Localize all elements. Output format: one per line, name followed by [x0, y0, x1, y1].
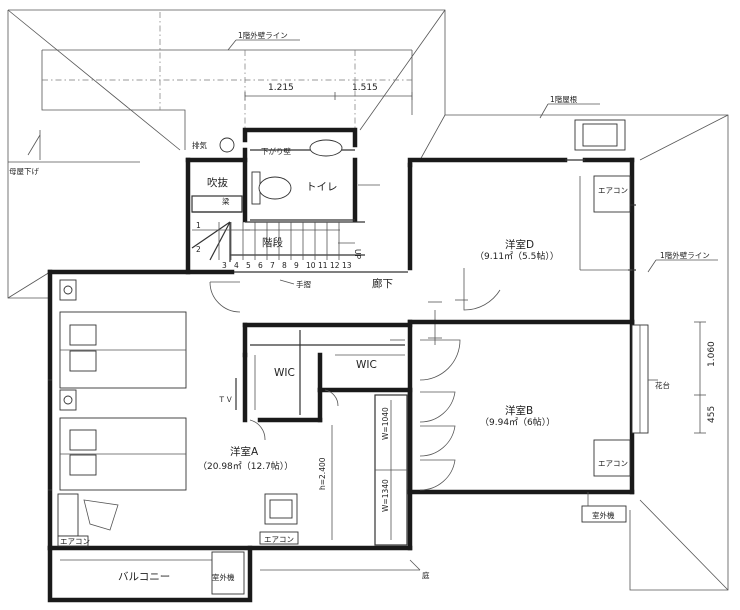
outdoor-unit-a-label: 室外機 — [212, 572, 235, 582]
up-label: UP — [353, 249, 362, 259]
stair-step-number: 1 — [196, 221, 201, 230]
room-d-area: （9.11㎡（5.5帖）） — [475, 250, 559, 262]
room-b-area: （9.94㎡（6帖）） — [480, 416, 555, 428]
toilet-label: トイレ — [306, 181, 338, 193]
katai-label: 花台 — [655, 380, 670, 390]
aircon-a1-label: エアコン — [60, 537, 90, 546]
stair-step-number: 11 — [318, 261, 328, 270]
stair-step-number: 5 — [246, 261, 251, 270]
fukinuke-label: 吹抜 — [207, 176, 228, 189]
sagari-kabe-label: 下がり壁 — [261, 146, 291, 156]
outdoor-unit-b-label: 室外機 — [592, 510, 615, 520]
hari-label: 梁 — [222, 197, 230, 206]
wic2-label: WIC — [356, 359, 377, 371]
room-d: エアコン 洋室D （9.11㎡（5.5帖）） — [407, 119, 636, 325]
dim-1060: 1.060 — [707, 341, 717, 367]
dimension-top: 1.215 1.515 — [244, 83, 413, 100]
stair-area — [185, 157, 365, 275]
stair-step-number: 7 — [270, 261, 275, 270]
toilet-room: 下がり壁 トイレ — [242, 127, 380, 223]
dim-1215: 1.215 — [268, 83, 294, 93]
stair-step-number: 13 — [342, 261, 352, 270]
dim-2400: h=2.400 — [318, 457, 327, 490]
balcony-label: バルコニー — [118, 571, 170, 583]
wic1-label: WIC — [274, 367, 295, 379]
dim-1515: 1.515 — [352, 83, 378, 93]
wall-line-right-label: 1階外壁ライン — [660, 250, 710, 260]
stair-step-number: 8 — [282, 261, 287, 270]
stair-step-number: 6 — [258, 261, 263, 270]
stair-step-number: 10 — [306, 261, 316, 270]
room-a-area: （20.98㎡（12.7帖）） — [198, 460, 293, 472]
stair-step-number: 2 — [196, 245, 201, 254]
room-d-label: 洋室D — [505, 238, 534, 251]
wic-area: WIC WIC — [242, 322, 413, 441]
w1340-label: W=1340 — [381, 479, 390, 512]
kaidan-label: 階段 — [262, 236, 283, 249]
roof-outline — [7, 9, 729, 591]
exhaust-label: 排気 — [192, 140, 207, 150]
w1040-label: W=1040 — [381, 407, 390, 440]
room-a: ＴＶ エアコン エアコン 洋室A （20.98㎡（12.7帖）） — [47, 269, 413, 551]
exhaust-fan-icon — [219, 137, 235, 153]
niwa-label: 庭 — [422, 570, 430, 580]
aircon-a2-label: エアコン — [264, 535, 294, 544]
stair-step-number: 9 — [294, 261, 299, 270]
room-a-label: 洋室A — [230, 445, 259, 458]
stair-step-number: 12 — [330, 261, 340, 270]
room-b-label: 洋室B — [505, 404, 533, 417]
stair-step-number: 3 — [222, 261, 227, 270]
dimension-right: 1.060 455 — [694, 321, 717, 434]
stair-step-number: 4 — [234, 261, 239, 270]
rouka-label: 廊下 — [372, 277, 393, 290]
balcony: バルコニー 室外機 — [47, 545, 253, 603]
room-b: エアコン 洋室B （9.94㎡（6帖）） 室外機 — [407, 319, 649, 523]
wall-line-top-label: 1階外壁ライン — [238, 30, 288, 40]
dim-455: 455 — [707, 406, 717, 423]
roof-main-label: 母屋下げ — [9, 167, 39, 176]
aircon-b-label: エアコン — [598, 459, 628, 468]
aircon-d-label: エアコン — [598, 186, 628, 195]
roof-1f-label: 1階屋根 — [550, 94, 578, 104]
tv-label: ＴＶ — [218, 395, 233, 404]
closet-area: W=1040 W=1340 — [374, 394, 408, 546]
tesuri-label: 手摺 — [296, 279, 311, 289]
